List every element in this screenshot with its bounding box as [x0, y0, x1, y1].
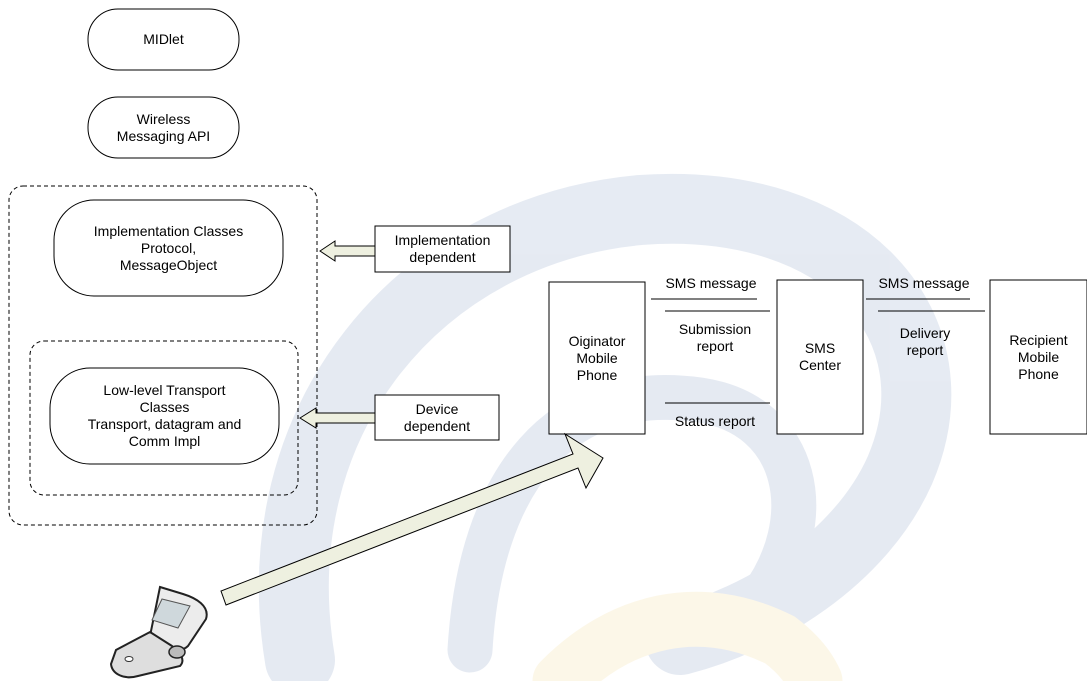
- submission-report-label: Submission report: [678, 321, 752, 354]
- transport-container: [29, 340, 299, 496]
- sms-message-2-label: SMS message: [878, 274, 970, 291]
- status-report-label: Status report: [674, 412, 756, 429]
- phone-to-originator-arrow: [220, 432, 604, 606]
- transport-classes-label: Low-level Transport Classes Transport, d…: [87, 382, 242, 449]
- sms-center-label: SMS Center: [798, 340, 842, 373]
- wma-node: [87, 96, 240, 159]
- device-dependent-box: [374, 394, 500, 441]
- watermark-swoosh-blue: [258, 173, 952, 681]
- originator-label: Oiginator Mobile Phone: [568, 332, 626, 383]
- midlet-label: MIDlet: [143, 31, 184, 47]
- recipient-label: Recipient Mobile Phone: [1009, 331, 1068, 382]
- logo-watermark: [258, 173, 952, 681]
- delivery-report-label: Delivery report: [899, 325, 951, 358]
- impl-dependent-box: [374, 225, 511, 273]
- watermark-swoosh-yellow: [532, 591, 843, 681]
- sms-message-1-label: SMS message: [665, 274, 757, 291]
- impl-classes-label: Implementation Classes Protocol, Message…: [93, 222, 244, 273]
- phone-keypad: [151, 598, 191, 629]
- impl-dependent-label: Implementation dependent: [394, 232, 491, 265]
- wma-label: Wireless Messaging API: [116, 110, 211, 144]
- impl-classes-node: [53, 199, 284, 297]
- mobile-phone-icon: [109, 585, 208, 679]
- impl-dependent-arrow: [319, 240, 376, 262]
- originator-box: [548, 281, 646, 435]
- sms-center-box: [776, 279, 864, 435]
- recipient-box: [989, 279, 1087, 435]
- watermark-swoosh-blue-inner: [447, 375, 817, 673]
- device-dependent-label: Device dependent: [403, 400, 471, 434]
- implementation-container: [8, 185, 318, 526]
- transport-classes-node: [49, 367, 280, 465]
- phone-button: [124, 656, 134, 662]
- midlet-node: [87, 8, 240, 71]
- phone-hinge: [168, 645, 186, 659]
